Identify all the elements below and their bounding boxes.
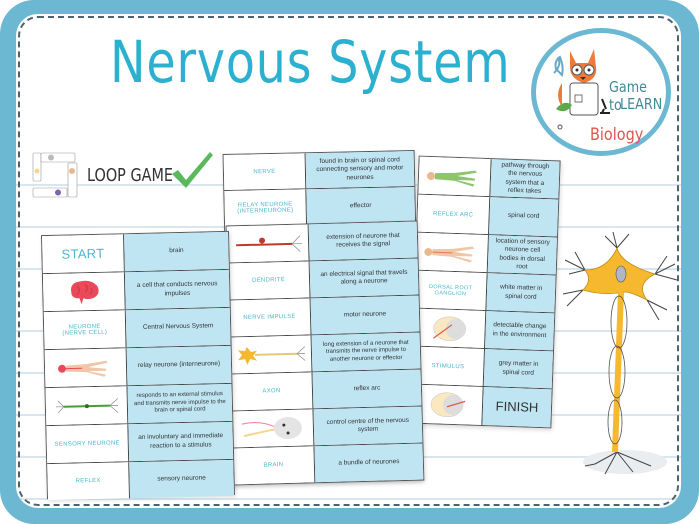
card-term-image xyxy=(45,386,129,426)
card-answer: relay neurone (interneurone) xyxy=(126,345,232,386)
card-answer: sensory neurone xyxy=(129,459,234,499)
card-row: BRAIN a bundle of neurones xyxy=(232,443,424,485)
fox-scientist-icon xyxy=(553,49,610,130)
card-row: STIMULUS grey matter in spinal cord xyxy=(411,346,553,390)
card-answer: responds to an external stimulus and tra… xyxy=(127,383,233,424)
card-row: SENSORY NEURONE an involuntary and immed… xyxy=(46,421,234,465)
logo-text-game-to: Game to xyxy=(609,78,647,114)
card-answer: found in brain or spinal cord connecting… xyxy=(305,151,415,189)
reflex-arc-icon xyxy=(241,417,302,440)
card-term: NERVE xyxy=(223,153,307,191)
card-answer: long extension of a neurone that transmi… xyxy=(311,332,421,372)
check-icon xyxy=(172,152,213,188)
brain-icon xyxy=(70,280,99,304)
card-term-image xyxy=(42,272,126,312)
card-row: START brain xyxy=(42,231,229,275)
card-term: BRAIN xyxy=(232,446,316,485)
card-row: location of sensory neurone cell bodies … xyxy=(415,232,557,276)
card-answer: an involuntary and immediate reaction to… xyxy=(128,421,234,462)
body-cns-icon xyxy=(57,360,108,377)
card-row: responds to an external stimulus and tra… xyxy=(45,383,233,427)
card-row: long extension of a neurone that transmi… xyxy=(229,332,421,375)
card-row: NERVE IMPULSE motor neurone xyxy=(228,295,420,338)
card-answer: reflex arc xyxy=(312,369,422,409)
card-term: DENDRITE xyxy=(227,261,311,300)
game-to-learn-logo: Game to LEARN Biology xyxy=(531,28,671,156)
relay-neurone-icon xyxy=(55,397,118,413)
card-row: relay neurone (interneurone) xyxy=(44,345,232,389)
card-answer: motor neurone xyxy=(310,295,420,335)
card-term: REFLEX xyxy=(47,462,131,501)
card-term: NERVE IMPULSE xyxy=(228,298,312,337)
motor-neurone-icon xyxy=(237,346,305,366)
card-term-image xyxy=(231,409,315,448)
card-term: STIMULUS xyxy=(411,346,486,387)
card-answer: detectable change in the environment xyxy=(485,311,555,351)
card-row: DENDRITE an electrical signal that trave… xyxy=(227,258,419,301)
card-answer: grey matter in spinal cord xyxy=(483,349,553,389)
card-row: NEURONE (NERVE CELL) Central Nervous Sys… xyxy=(43,307,231,351)
card-sheet-right: pathway through the nervous system that … xyxy=(409,155,561,429)
card-row: a cell that conducts nervous impulses xyxy=(42,269,230,313)
card-answer: location of sensory neurone cell bodies … xyxy=(487,235,557,275)
card-term: DORSAL ROOT GANGLION xyxy=(414,270,488,311)
card-answer: white matter in spinal cord xyxy=(486,273,556,313)
card-term: SENSORY NEURONE xyxy=(46,424,130,464)
card-answer-finish: FINISH xyxy=(482,387,552,428)
card-row: detectable change in the environment xyxy=(413,308,555,352)
loop-game-label: LOOP GAME xyxy=(87,165,173,186)
card-term-image xyxy=(418,156,492,197)
logo-text-biology: Biology xyxy=(590,125,644,145)
card-term: AXON xyxy=(230,372,314,411)
card-answer: control centre of the nervous system xyxy=(313,406,423,446)
page-title: Nervous System xyxy=(110,28,511,96)
card-term-image xyxy=(44,348,128,388)
card-answer: a cell that conducts nervous impulses xyxy=(124,269,230,310)
neuron-illustration-icon xyxy=(562,231,678,475)
card-sheet-left: START brain a cell that conducts nervous… xyxy=(41,230,235,501)
card-answer: a bundle of neurones xyxy=(314,443,424,483)
card-term-start: START xyxy=(42,234,125,274)
card-term: NEURONE (NERVE CELL) xyxy=(43,310,127,350)
loop-cards-thumbnail-icon xyxy=(32,152,78,198)
card-term-image xyxy=(229,335,313,374)
sensory-neurone-icon xyxy=(235,235,302,252)
body-nerves-icon xyxy=(426,170,477,186)
card-row: REFLEX sensory neurone xyxy=(47,459,234,501)
card-row: NERVE found in brain or spinal cord conn… xyxy=(223,151,415,192)
card-term: RELAY NEURONE (INTERNEURONE) xyxy=(224,189,308,228)
card-row: control centre of the nervous system xyxy=(231,406,423,449)
card-answer: effector xyxy=(306,187,416,226)
card-row: REFLEX ARC spinal cord xyxy=(417,194,559,238)
spinal-cord-white-icon xyxy=(432,315,466,341)
card-answer: an electrical signal that travels along … xyxy=(309,258,419,298)
card-answer: spinal cord xyxy=(489,197,559,237)
card-term-image xyxy=(226,224,310,263)
card-term-image xyxy=(410,384,484,425)
card-row: FINISH xyxy=(410,384,552,428)
card-term-image xyxy=(415,232,489,273)
card-row: DORSAL ROOT GANGLION white matter in spi… xyxy=(414,270,556,314)
card-row: pathway through the nervous system that … xyxy=(418,156,560,200)
card-answer: brain xyxy=(124,231,229,272)
body-spine-icon xyxy=(423,246,475,262)
card-answer: extension of neurone that receives the s… xyxy=(308,221,418,261)
card-row: extension of neurone that receives the s… xyxy=(226,221,418,264)
card-term: REFLEX ARC xyxy=(417,194,491,235)
spinal-cord-grey-icon xyxy=(430,392,465,418)
logo-text-learn: LEARN xyxy=(620,95,663,113)
card-term-image xyxy=(413,308,487,349)
card-row: AXON reflex arc xyxy=(230,369,422,412)
card-answer: pathway through the nervous system that … xyxy=(490,159,560,199)
card-sheet-center: extension of neurone that receives the s… xyxy=(225,220,425,486)
card-answer: Central Nervous System xyxy=(125,307,231,348)
